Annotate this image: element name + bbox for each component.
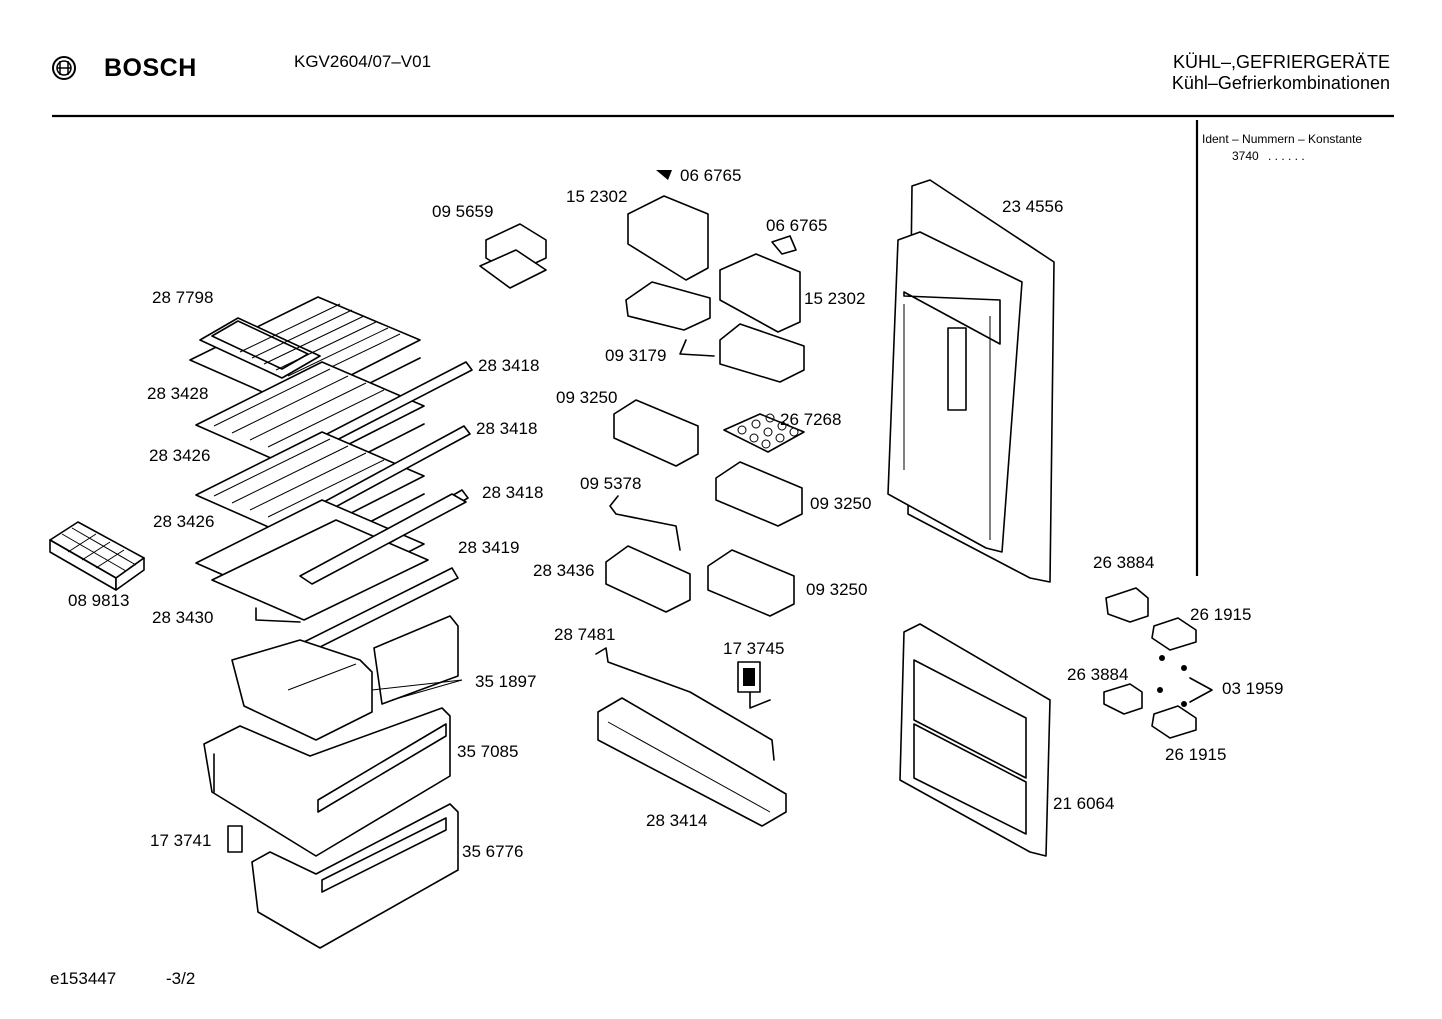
part-label: 09 5378 [580,474,642,493]
shelf-stack [189,296,473,655]
drawing-id: e153447 [50,969,117,988]
part-label: 28 3418 [482,483,544,502]
part-label: 09 3250 [810,494,872,513]
part-label: 09 3250 [556,388,618,407]
part-label: 28 3418 [478,356,540,375]
part-label: 28 3426 [153,512,215,531]
page-number: -3/2 [166,969,196,988]
part-label: 28 3430 [152,608,214,627]
part-label: 28 3418 [476,419,538,438]
part-label: 08 9813 [68,591,130,610]
leader-lines [371,679,463,701]
part-label: 28 3414 [646,811,708,830]
bosch-logo-icon [52,56,76,80]
hinges [1103,587,1213,739]
category-subtitle: Kühl–Gefrierkombinationen [1171,73,1390,93]
part-label: 17 3741 [150,831,212,850]
part-label: 26 3884 [1067,665,1129,684]
part-label: 28 7798 [152,288,214,307]
part-label: 15 2302 [804,289,866,308]
part-label: 17 3745 [723,639,785,658]
part-label: 06 6765 [766,216,828,235]
doors [887,179,1055,857]
part-label: 03 1959 [1222,679,1284,698]
ident-value: 3740 [1232,149,1259,163]
part-label: 26 7268 [780,410,842,429]
part-label: 26 3884 [1093,553,1155,572]
part-label: 06 6765 [680,166,742,185]
part-label: 26 1915 [1190,605,1252,624]
part-label: 28 3436 [533,561,595,580]
part-label: 09 3179 [605,346,667,365]
part-label: 28 3428 [147,384,209,403]
ice-tray [49,521,145,591]
ident-label: Ident – Nummern – Konstante [1202,132,1363,146]
model-number: KGV2604/07–V01 [294,52,432,71]
part-label: 28 3419 [458,538,520,557]
part-label: 21 6064 [1053,794,1115,813]
part-label: 35 7085 [457,742,519,761]
category-title: KÜHL–,GEFRIERGERÄTE [1172,52,1390,72]
part-label: 23 4556 [1002,197,1064,216]
part-label: 15 2302 [566,187,628,206]
part-label: 28 3426 [149,446,211,465]
part-label: 28 7481 [554,625,616,644]
part-label: 09 5659 [432,202,494,221]
part-label: 26 1915 [1165,745,1227,764]
crisper-drawers [203,615,459,949]
door-racks [479,170,805,827]
brand-name: BOSCH [104,54,197,82]
ident-dots: . . . . . . [1268,149,1305,163]
part-label: 35 1897 [475,672,537,691]
part-label: 35 6776 [462,842,524,861]
part-label: 09 3250 [806,580,868,599]
